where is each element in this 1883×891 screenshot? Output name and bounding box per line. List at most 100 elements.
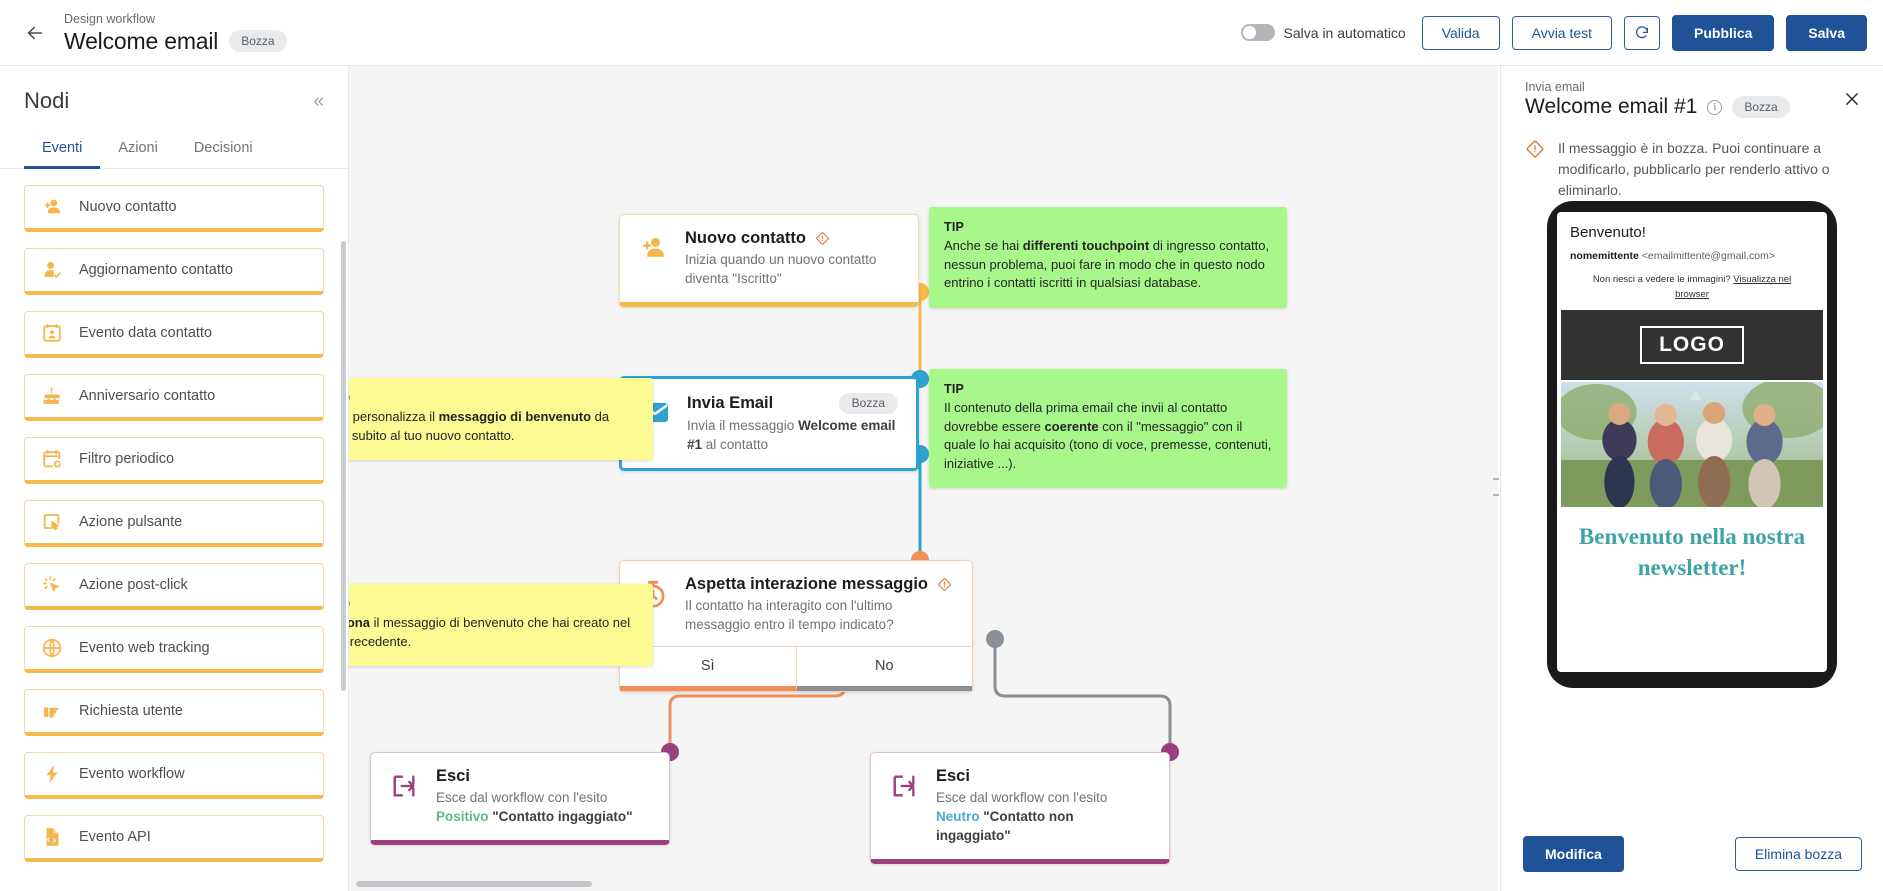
- canvas-node-esci-neutro[interactable]: Esci Esce dal workflow con l'esito Neutr…: [870, 752, 1170, 864]
- palette-item-richiesta-utente[interactable]: Richiesta utente: [24, 689, 324, 736]
- sticky-head: TO DO: [349, 391, 638, 405]
- autosave-toggle-wrap[interactable]: Salva in automatico: [1240, 24, 1406, 41]
- palette-item-filtro-periodico[interactable]: Filtro periodico: [24, 437, 324, 484]
- warning-diamond-icon: [815, 231, 830, 246]
- palette-item-azione-pulsante[interactable]: Azione pulsante: [24, 500, 324, 547]
- palette-item-label: Nuovo contatto: [79, 199, 177, 215]
- palette-item-evento-web-tracking[interactable]: Evento web tracking: [24, 626, 324, 673]
- header-actions: Salva in automatico Valida Avvia test Pu…: [1240, 14, 1883, 51]
- palette-item-anniversario-contatto[interactable]: Anniversario contatto: [24, 374, 324, 421]
- sticky-body: Seleziona il messaggio di benvenuto che …: [349, 615, 631, 649]
- warning-diamond-icon: [937, 577, 952, 592]
- edit-button[interactable]: Modifica: [1523, 836, 1624, 872]
- lightning-icon: [41, 763, 63, 785]
- canvas-horizontal-scrollbar[interactable]: [356, 881, 592, 887]
- sticky-body: Anche se hai differenti touchpoint di in…: [944, 238, 1270, 290]
- sidebar-header: Nodi «: [0, 66, 348, 122]
- autosave-toggle[interactable]: [1240, 24, 1275, 41]
- node-title: Invia Email: [687, 394, 774, 412]
- info-icon[interactable]: i: [1707, 99, 1723, 115]
- calendar-refresh-icon: [41, 448, 63, 470]
- node-title: Aspetta interazione messaggio: [685, 575, 928, 593]
- chevron-double-left-icon[interactable]: «: [313, 90, 324, 112]
- user-plus-icon: [636, 231, 670, 265]
- canvas-node-esci-positivo[interactable]: Esci Esce dal workflow con l'esito Posit…: [370, 752, 670, 845]
- draft-alert-text: Il messaggio è in bozza. Puoi continuare…: [1558, 140, 1830, 198]
- canvas-node-aspetta-interazione[interactable]: Aspetta interazione messaggio Il contatt…: [619, 560, 973, 692]
- hand-point-icon: [41, 700, 63, 722]
- palette-item-evento-data-contatto[interactable]: Evento data contatto: [24, 311, 324, 358]
- preview-sender: nomemittente <emailmittente@gmail.com>: [1570, 250, 1775, 262]
- save-button[interactable]: Salva: [1786, 14, 1867, 51]
- preview-headline: Benvenuto nella nostra newsletter!: [1578, 524, 1806, 580]
- start-test-button[interactable]: Avvia test: [1511, 15, 1613, 50]
- tab-eventi[interactable]: Eventi: [24, 132, 101, 169]
- branch-yes[interactable]: Sì: [620, 647, 797, 691]
- validate-button[interactable]: Valida: [1421, 15, 1500, 50]
- sidebar-scrollbar[interactable]: [341, 241, 346, 691]
- dot: [1495, 478, 1497, 480]
- panel-title: Welcome email #1: [1525, 95, 1698, 118]
- globe-icon: [41, 637, 63, 659]
- palette-item-evento-workflow[interactable]: Evento workflow: [24, 752, 324, 799]
- sticky-head: TO DO: [349, 597, 638, 611]
- sidebar-tabs: Eventi Azioni Decisioni: [0, 132, 348, 169]
- palette-item-label: Anniversario contatto: [79, 388, 216, 404]
- delete-draft-button[interactable]: Elimina bozza: [1734, 837, 1862, 871]
- tab-decisioni[interactable]: Decisioni: [193, 140, 253, 156]
- node-status-badge: Bozza: [838, 393, 898, 414]
- page-title: Welcome email: [64, 27, 219, 54]
- publish-button[interactable]: Pubblica: [1672, 14, 1775, 51]
- palette-item-label: Evento data contatto: [79, 325, 213, 341]
- sticky-todo-benvenuto: TO DO Crea e personalizza il messaggio d…: [349, 378, 653, 460]
- sticky-head: TIP: [944, 382, 965, 396]
- branch-no[interactable]: No: [796, 647, 972, 691]
- sidebar-title: Nodi: [24, 88, 70, 113]
- palette-item-label: Evento API: [79, 829, 151, 845]
- node-branches: Sì No: [620, 646, 972, 691]
- autosave-label: Salva in automatico: [1283, 24, 1406, 41]
- refresh-icon[interactable]: [1624, 15, 1661, 50]
- canvas-node-nuovo-contatto[interactable]: Nuovo contatto Inizia quando un nuovo co…: [619, 214, 919, 307]
- sticky-body: Crea e personalizza il messaggio di benv…: [349, 409, 610, 443]
- panel-status-badge: Bozza: [1732, 96, 1790, 118]
- cursor-click-icon: [41, 574, 63, 596]
- node-subtitle: Esce dal workflow con l'esito Neutro "Co…: [936, 790, 1108, 843]
- palette-item-azione-post-click[interactable]: Azione post-click: [24, 563, 324, 610]
- panel-resize-handle[interactable]: [1493, 478, 1499, 496]
- node-title: Esci: [436, 767, 470, 785]
- node-palette-list: Nuovo contatto Aggiornamento contatto Ev…: [0, 169, 348, 862]
- palette-item-aggiornamento-contatto[interactable]: Aggiornamento contatto: [24, 248, 324, 295]
- nodes-sidebar: Nodi « Eventi Azioni Decisioni Nuovo con…: [0, 66, 349, 891]
- dot: [1497, 494, 1499, 496]
- workflow-canvas[interactable]: Nuovo contatto Inizia quando un nuovo co…: [349, 66, 1498, 891]
- close-icon[interactable]: [1841, 88, 1863, 110]
- view-in-browser-link[interactable]: Visualizza nel browser: [1675, 274, 1792, 300]
- user-plus-icon: [41, 196, 63, 218]
- back-arrow-icon[interactable]: [18, 16, 52, 50]
- dot: [1493, 478, 1495, 480]
- palette-item-evento-api[interactable]: Evento API: [24, 815, 324, 862]
- palette-item-label: Richiesta utente: [79, 703, 183, 719]
- sticky-body: Il contenuto della prima email che invii…: [944, 400, 1272, 471]
- palette-item-label: Azione post-click: [79, 577, 188, 593]
- tab-azioni[interactable]: Azioni: [118, 140, 158, 156]
- app-header: Design workflow Welcome email Bozza Salv…: [0, 0, 1883, 66]
- warning-diamond-icon: [1525, 139, 1545, 201]
- node-subtitle: Inizia quando un nuovo contatto diventa …: [685, 252, 877, 286]
- exit-icon: [387, 769, 421, 803]
- email-details-panel: Invia email Welcome email #1 i Bozza Il …: [1500, 66, 1883, 891]
- email-preview-phone: Benvenuto! nomemittente <emailmittente@g…: [1547, 201, 1837, 688]
- sticky-head: TIP: [944, 220, 965, 234]
- preview-logo-block: LOGO: [1561, 310, 1823, 380]
- status-badge: Bozza: [229, 30, 287, 52]
- file-code-icon: [41, 826, 63, 848]
- palette-item-label: Azione pulsante: [79, 514, 183, 530]
- palette-item-nuovo-contatto[interactable]: Nuovo contatto: [24, 185, 324, 232]
- node-subtitle: Esce dal workflow con l'esito Positivo "…: [436, 790, 633, 824]
- calendar-user-icon: [41, 322, 63, 344]
- preview-greeting: Benvenuto!: [1570, 224, 1646, 241]
- canvas-node-invia-email[interactable]: Invia Email Bozza Invia il messaggio Wel…: [619, 376, 919, 471]
- node-subtitle: Il contatto ha interagito con l'ultimo m…: [685, 598, 894, 632]
- title-block: Design workflow Welcome email Bozza: [64, 11, 287, 55]
